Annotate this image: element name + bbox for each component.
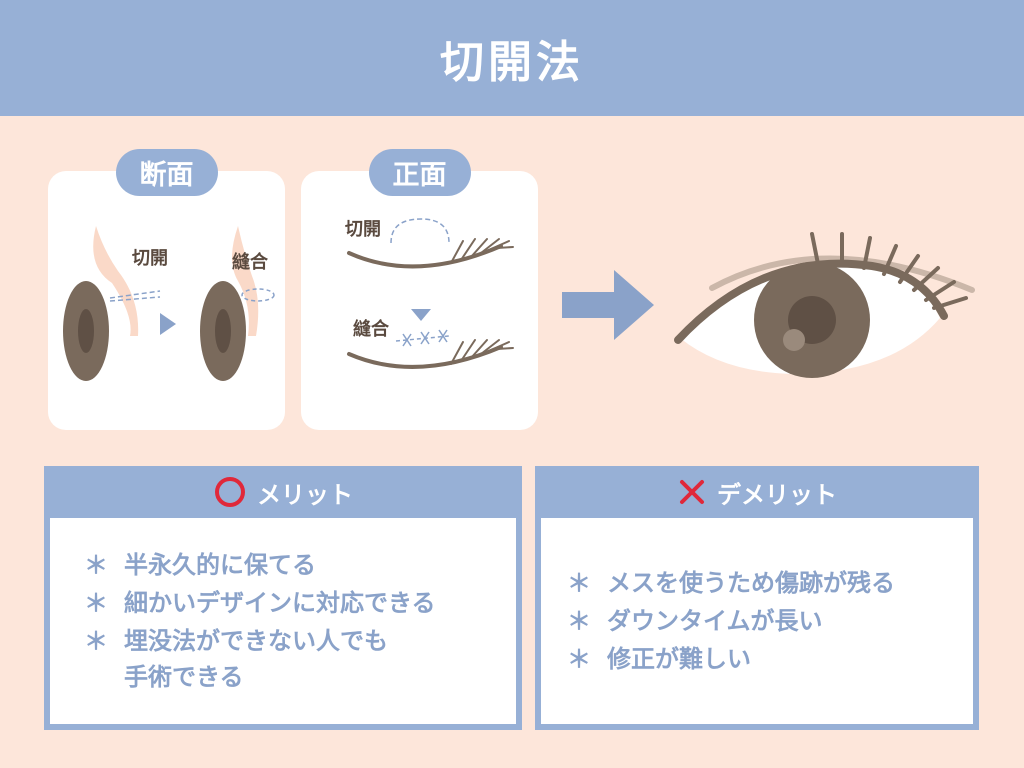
front-view-panel: 正面 切開 [301, 149, 538, 430]
eye-crease [709, 255, 975, 293]
cross-label-incision: 切開 [132, 248, 168, 269]
list-item: ＊ ダウンタイムが長い [567, 603, 973, 639]
step-triangle [411, 309, 431, 321]
front-view-diagram [347, 218, 514, 369]
incision-arc [390, 218, 450, 244]
cross-section-panel: 断面 切開 縫合 [48, 149, 285, 430]
incision-line-1 [109, 290, 161, 299]
iris-highlight [783, 329, 805, 351]
merits-box: メリット ＊ 半永久的に保てる ＊ 細かいデザインに対応できる ＊ 埋没法ができ… [44, 466, 522, 730]
eyelid-before [93, 226, 139, 336]
step-arrow [160, 313, 176, 335]
eyelid-after [232, 226, 259, 336]
front-label-suture: 縫合 [353, 319, 389, 340]
list-item: ＊ 修正が難しい [567, 641, 973, 677]
bullet-asterisk-icon: ＊ [84, 589, 108, 617]
demerits-box: デメリット ＊ メスを使うため傷跡が残る ＊ ダウンタイムが長い ＊ 修正が難し… [535, 466, 979, 730]
cross-icon [680, 480, 704, 504]
result-eye-illustration [674, 232, 975, 378]
incision-line-2 [109, 296, 161, 302]
merits-header: メリット [44, 466, 522, 518]
bullet-asterisk-icon: ＊ [567, 569, 591, 597]
lashes-bottom [450, 339, 514, 365]
lashes-top [450, 238, 514, 264]
suture-mark [241, 288, 275, 302]
eyelashes [810, 232, 968, 310]
bullet-asterisk-icon: ＊ [84, 627, 108, 655]
eyeline-upper [674, 259, 948, 344]
pupil-after [215, 309, 231, 353]
suture-stitches [395, 335, 450, 342]
page-title: 切開法 [440, 37, 584, 88]
suture-cross-marks [402, 329, 448, 347]
cross-section-title: 断面 [115, 149, 218, 196]
front-label-incision: 切開 [345, 219, 381, 240]
merits-list: ＊ 半永久的に保てる ＊ 細かいデザインに対応できる ＊ 埋没法ができない人でも… [50, 518, 516, 724]
header-bar: 切開法 [0, 0, 1024, 116]
result-arrow-icon [562, 270, 654, 340]
list-item: ＊ 半永久的に保てる [84, 547, 516, 583]
list-item: ＊ メスを使うため傷跡が残る [567, 565, 973, 601]
demerits-header: デメリット [535, 466, 979, 518]
demerits-list: ＊ メスを使うため傷跡が残る ＊ ダウンタイムが長い ＊ 修正が難しい [541, 518, 973, 724]
circle-icon [215, 477, 245, 507]
cross-label-suture: 縫合 [232, 252, 268, 273]
list-item: ＊ 埋没法ができない人でも 手術できる [84, 623, 516, 695]
list-item: ＊ 細かいデザインに対応できる [84, 585, 516, 621]
bullet-asterisk-icon: ＊ [567, 645, 591, 673]
bullet-asterisk-icon: ＊ [84, 551, 108, 579]
demerits-title: デメリット [717, 480, 837, 509]
merits-title: メリット [257, 480, 353, 509]
front-view-title: 正面 [368, 149, 471, 196]
cross-section-diagram [63, 226, 275, 381]
pupil-before [78, 309, 94, 353]
bullet-asterisk-icon: ＊ [567, 607, 591, 635]
